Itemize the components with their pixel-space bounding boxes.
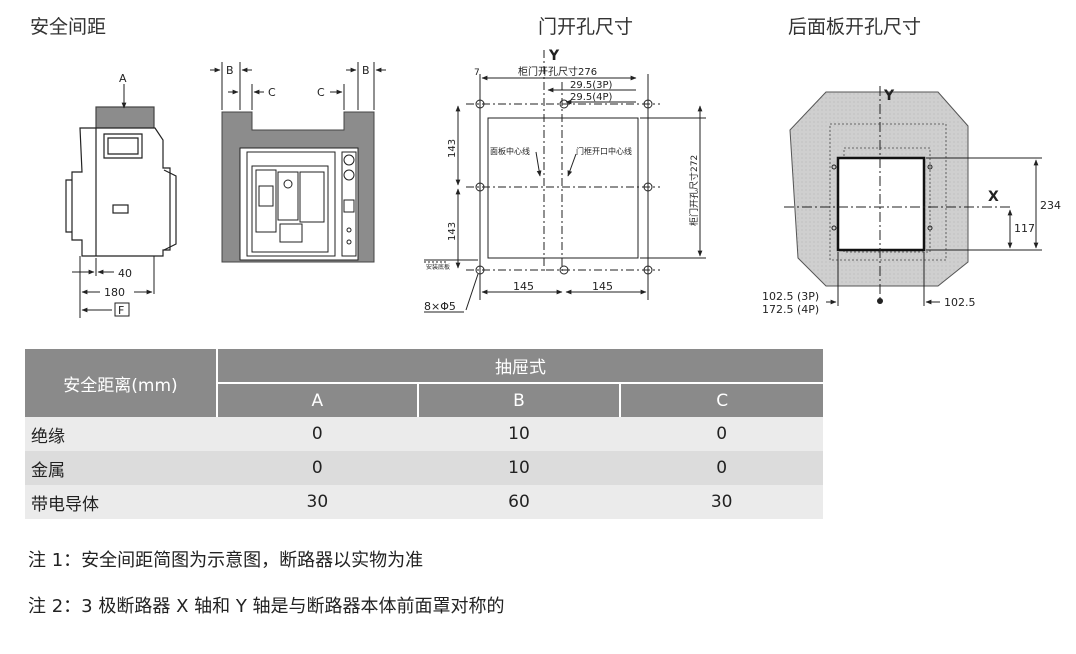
dim-102-5-3p: 102.5 (3P) <box>762 290 819 303</box>
cell-value: 0 <box>311 424 323 444</box>
dim-102-5: 102.5 <box>944 296 976 309</box>
dim-117: 117 <box>1014 222 1035 235</box>
cell-value: 30 <box>306 492 329 512</box>
column-header-a: A <box>217 383 419 417</box>
heading-door-cutout: 门开孔尺寸 <box>538 16 634 38</box>
dim-180: 180 <box>104 286 125 299</box>
heading-rear-panel-cutout: 后面板开孔尺寸 <box>788 16 922 38</box>
door-y-axis: Y <box>548 48 560 64</box>
table-row-header: 安全距离(mm) <box>25 349 218 417</box>
dim-29-5-4p: 29.5(4P) <box>570 92 613 103</box>
table-row: 绝缘 0 10 0 <box>25 417 823 451</box>
table-group-header: 抽屉式 <box>217 349 823 384</box>
technical-drawings: A 40 180 F <box>65 48 1061 318</box>
table-row: 带电导体 30 60 30 <box>25 485 823 519</box>
cell-value: 0 <box>311 458 323 478</box>
cell-value: 10 <box>508 424 530 444</box>
install-base-label: 安装底板 <box>426 263 450 271</box>
row-label: 带电导体 <box>31 494 99 515</box>
breaker-side-view <box>65 106 177 257</box>
rear-panel-drawing <box>784 86 1042 306</box>
dim-143-bottom: 143 <box>447 222 458 241</box>
dim-7: 7 <box>474 68 480 78</box>
panel-center-label: 面板中心线 <box>490 146 530 156</box>
label-b-left: B <box>226 64 234 77</box>
note-1: 注 1：安全间距简图为示意图，断路器以实物为准 <box>28 550 424 571</box>
door-width-label: 柜门开孔尺寸276 <box>518 65 597 78</box>
dim-172-5-4p: 172.5 (4P) <box>762 303 819 316</box>
cell-value: 0 <box>716 424 728 444</box>
cell-value: 0 <box>716 458 728 478</box>
cell-value: 10 <box>508 458 530 478</box>
holes-label: 8×Φ5 <box>424 300 456 313</box>
table-row: 金属 0 10 0 <box>25 451 823 485</box>
door-height-label: 柜门开孔尺寸272 <box>688 155 700 226</box>
door-frame-center-label: 门框开口中心线 <box>576 146 632 156</box>
cell-value: 60 <box>508 492 530 512</box>
dim-145-left: 145 <box>513 280 534 293</box>
row-label: 绝缘 <box>31 426 65 447</box>
rear-x-axis: X <box>988 189 999 205</box>
label-b-right: B <box>362 64 370 77</box>
label-f: F <box>118 304 124 317</box>
row-label: 金属 <box>31 460 65 481</box>
heading-safety-distance: 安全间距 <box>30 16 107 38</box>
door-cutout-drawing <box>424 50 706 313</box>
note-2: 注 2：3 极断路器 X 轴和 Y 轴是与断路器本体前面罩对称的 <box>28 596 505 617</box>
column-header-c: C <box>620 383 823 417</box>
column-header-b: B <box>417 383 622 417</box>
dims-front <box>210 62 386 110</box>
breaker-front-view <box>221 111 375 263</box>
rear-y-axis: Y <box>883 88 895 104</box>
dims-side <box>72 256 155 318</box>
dim-143-top: 143 <box>447 139 458 158</box>
label-a: A <box>119 72 127 85</box>
dim-145-right: 145 <box>592 280 613 293</box>
safety-distance-table: 安全距离(mm) 抽屉式 A B C 绝缘 0 10 0 金属 0 10 0 带… <box>25 349 823 519</box>
dim-234: 234 <box>1040 199 1061 212</box>
cell-value: 30 <box>710 492 733 512</box>
dim-40: 40 <box>118 267 132 280</box>
label-c-right: C <box>317 86 325 99</box>
dim-29-5-3p: 29.5(3P) <box>570 80 613 91</box>
label-c-left: C <box>268 86 276 99</box>
